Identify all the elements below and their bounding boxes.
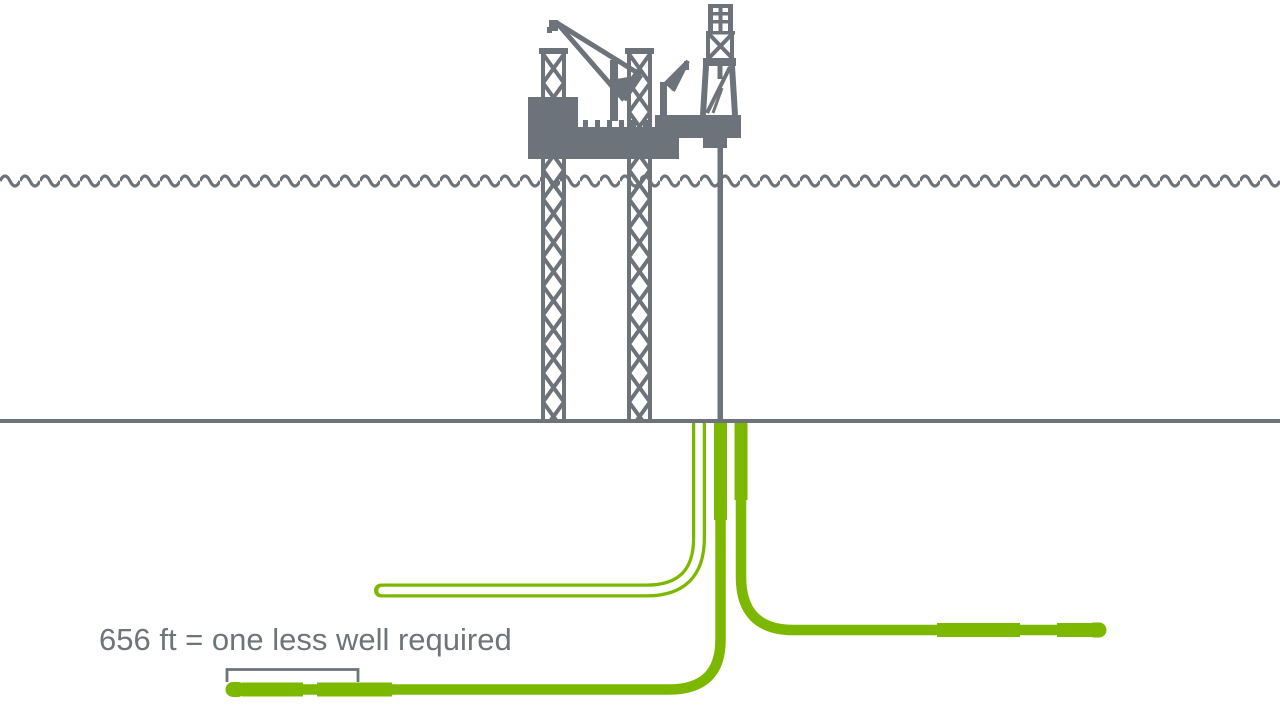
well-paths: [225, 421, 1107, 697]
well-path-right-lateral: [734, 421, 1107, 638]
rig-hull: [528, 97, 741, 159]
caption-text: 656 ft = one less well required: [99, 622, 512, 657]
rig-derrick: [700, 4, 738, 116]
sea-surface-wave-line: [0, 173, 1280, 189]
measurement-bracket: [225, 668, 360, 682]
rig-crane-small: [660, 59, 690, 115]
seabed-line: [0, 419, 1280, 423]
jackup-rig-illustration: [528, 4, 741, 421]
rig-crane-large: [547, 20, 644, 121]
rig-leg-middle: [625, 48, 654, 421]
rig-drill-string: [717, 148, 723, 421]
well-path-outline-eliminated: [374, 421, 706, 598]
well-path-left-lateral: [225, 421, 727, 697]
